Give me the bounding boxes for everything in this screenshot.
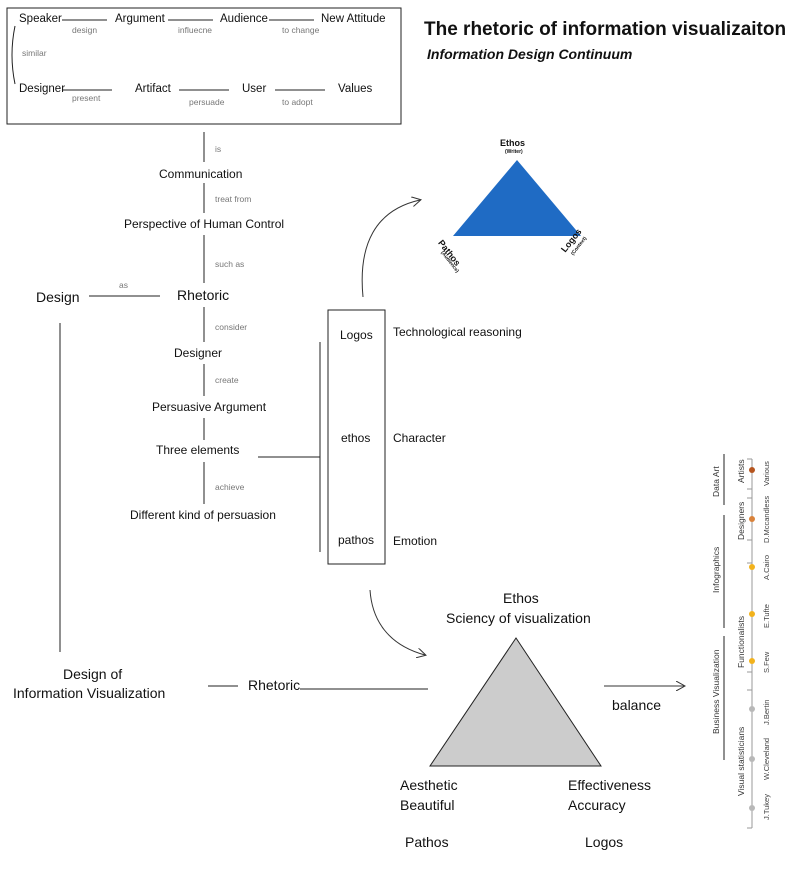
node-communication: Communication xyxy=(159,167,243,181)
timeline-name-cleveland: W.Cleveland xyxy=(762,737,771,780)
timeline-group-functionalists: Functionalists xyxy=(736,616,746,668)
meaning-logos: Technological reasoning xyxy=(393,325,522,339)
label-similar: similar xyxy=(22,48,47,58)
big-tri-beautiful: Beautiful xyxy=(400,797,455,813)
dot-tufte xyxy=(749,611,755,617)
appeals-box xyxy=(327,309,386,565)
similar-bracket xyxy=(11,25,16,85)
timeline-name-bertin: J.Bertin xyxy=(762,699,771,725)
node-different-persuasion: Different kind of persuasion xyxy=(130,508,276,522)
label-design-link: design xyxy=(72,25,98,35)
label-user: User xyxy=(242,83,267,95)
label-persuade-link: persuade xyxy=(189,97,225,107)
big-tri-aesthetic: Aesthetic xyxy=(400,777,458,793)
dot-few xyxy=(749,658,755,664)
node-design: Design xyxy=(36,289,80,305)
node-designer: Designer xyxy=(174,346,223,360)
page-title: The rhetoric of information visualizaito… xyxy=(424,19,787,40)
analogy-box xyxy=(6,7,402,125)
node-persuasive-argument: Persuasive Argument xyxy=(152,400,267,414)
label-influence-link: influecne xyxy=(178,25,213,35)
big-tri-effectiveness: Effectiveness xyxy=(568,777,652,793)
dot-various xyxy=(749,467,755,473)
label-present-link: present xyxy=(72,93,101,103)
node-design-of: Design of xyxy=(63,666,123,682)
label-to-adopt-link: to adopt xyxy=(282,97,313,107)
dot-mccandless xyxy=(749,516,755,522)
big-triangle xyxy=(429,637,602,767)
arrow-to-big-triangle xyxy=(369,589,425,655)
timeline-name-few: S.Few xyxy=(762,651,771,673)
timeline-name-cairo: A.Cairo xyxy=(762,554,771,580)
label-values: Values xyxy=(338,83,373,95)
node-perspective: Perspective of Human Control xyxy=(124,217,285,231)
timeline-name-tukey: J.Tukey xyxy=(762,794,771,820)
label-balance: balance xyxy=(612,697,662,713)
node-three-elements: Three elements xyxy=(156,443,240,457)
label-argument: Argument xyxy=(115,13,165,25)
dot-bertin xyxy=(749,706,755,712)
timeline-name-tufte: E.Tufte xyxy=(762,604,771,628)
meaning-pathos: Emotion xyxy=(393,534,438,548)
timeline-outer-data-art: Data Art xyxy=(711,466,721,497)
timeline-group-statisticians: Visual statisticians xyxy=(736,726,746,796)
small-tri-writer: (Writer) xyxy=(505,149,523,155)
dot-cairo xyxy=(749,564,755,570)
label-audience: Audience xyxy=(220,13,268,25)
timeline-name-mccandless: D.Mccandless xyxy=(762,495,771,543)
small-tri-ethos: Ethos xyxy=(500,138,526,148)
label-designer-row: Designer xyxy=(19,83,66,95)
label-as: as xyxy=(119,280,128,290)
node-information-visualization: Information Visualization xyxy=(13,685,166,701)
dot-cleveland xyxy=(749,756,755,762)
big-tri-logos: Logos xyxy=(585,834,624,850)
timeline-name-various: Various xyxy=(762,461,771,486)
label-new-attitude: New Attitude xyxy=(321,13,386,25)
label-consider: consider xyxy=(215,322,248,332)
label-artifact: Artifact xyxy=(135,83,171,95)
small-triangle xyxy=(453,160,581,236)
node-rhetoric-bottom: Rhetoric xyxy=(248,677,301,693)
label-speaker: Speaker xyxy=(19,13,62,25)
node-rhetoric: Rhetoric xyxy=(177,287,230,303)
label-achieve: achieve xyxy=(215,482,245,492)
page-subtitle: Information Design Continuum xyxy=(427,46,633,62)
appeal-logos: Logos xyxy=(340,328,373,342)
arrow-to-small-triangle xyxy=(361,200,420,298)
label-treat-from: treat from xyxy=(215,194,252,204)
big-tri-sciency: Sciency of visualization xyxy=(446,610,591,626)
meaning-ethos: Character xyxy=(393,431,446,445)
big-tri-pathos: Pathos xyxy=(405,834,449,850)
appeal-ethos: ethos xyxy=(341,431,371,445)
timeline-outer-business: Business Visualization xyxy=(711,649,721,734)
big-tri-accuracy: Accuracy xyxy=(568,797,626,813)
label-to-change-link: to change xyxy=(282,25,320,35)
timeline-outer-infographics: Infographics xyxy=(711,546,721,593)
appeal-pathos: pathos xyxy=(338,533,375,547)
label-such-as: such as xyxy=(215,259,245,269)
timeline-group-artists: Artists xyxy=(736,459,746,483)
label-is: is xyxy=(215,144,222,154)
label-create: create xyxy=(215,375,239,385)
dot-tukey xyxy=(749,805,755,811)
big-tri-ethos: Ethos xyxy=(503,590,539,606)
timeline-group-designers: Designers xyxy=(736,501,746,540)
